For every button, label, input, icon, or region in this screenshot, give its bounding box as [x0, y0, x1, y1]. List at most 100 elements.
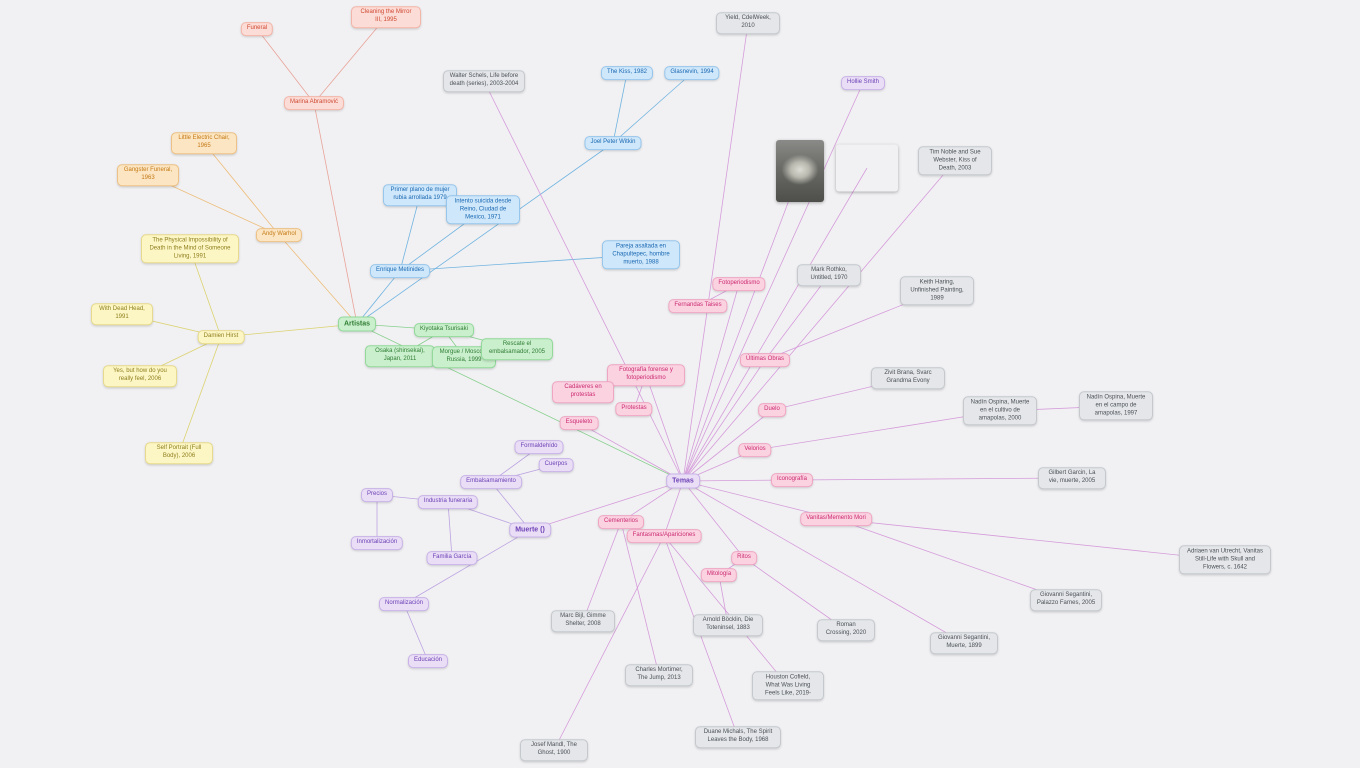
mindmap-node-tsurisaki[interactable]: Kiyotaka Tsurisaki	[414, 323, 474, 337]
mindmap-node-cuerpos[interactable]: Cuerpos	[538, 458, 574, 472]
mindmap-node-warhol[interactable]: Andy Warhol	[255, 228, 303, 242]
edge-temas-fotoperiodismo	[682, 283, 740, 482]
mindmap-node-zivit[interactable]: Zivit Brana, Svarc Grandma Evony	[871, 367, 945, 389]
mindmap-node-physical[interactable]: The Physical Impossibility of Death in t…	[141, 234, 239, 264]
mindmap-node-fernandas[interactable]: Fernandas Taises	[668, 299, 728, 313]
edge-temas-esqueleto	[578, 422, 684, 482]
mindmap-node-little-chair[interactable]: Little Electric Chair, 1965	[171, 132, 237, 154]
mindmap-node-ritos[interactable]: Ritos	[731, 551, 757, 565]
edge-normalizacion-educacion	[403, 603, 429, 662]
edge-temas-yield	[682, 22, 749, 482]
edge-hirst-self-portrait	[178, 336, 222, 454]
mindmap-node-kiss1982[interactable]: The Kiss, 1982	[600, 66, 654, 80]
mindmap-node-funeral[interactable]: Funeral	[240, 22, 274, 36]
mindmap-node-embalsamamiento[interactable]: Embalsamamiento	[460, 475, 522, 489]
photo-thumbnail-grayscale[interactable]	[776, 140, 824, 202]
mindmap-node-hirst[interactable]: Damien Hirst	[197, 330, 245, 344]
mindmap-node-michals[interactable]: Duane Michals, The Spirit Leaves the Bod…	[695, 726, 781, 748]
mindmap-node-cadaveres[interactable]: Cadáveres en protestas	[552, 381, 614, 403]
mindmap-node-rothko[interactable]: Mark Rothko, Untitled, 1970	[797, 264, 861, 286]
mindmap-node-velorios[interactable]: Velorios	[738, 443, 772, 457]
edge-muerte-normalizacion	[403, 529, 531, 605]
mindmap-node-segantini1[interactable]: Giovanni Segantini, Muerte, 1899	[930, 632, 998, 654]
mindmap-node-normalizacion[interactable]: Normalización	[378, 597, 430, 611]
edge-witkin-glasnevin	[612, 72, 693, 144]
mindmap-node-mandl[interactable]: Josef Mandl, The Ghost, 1900	[520, 739, 588, 761]
mindmap-node-dead-head[interactable]: With Dead Head, 1991	[91, 303, 153, 325]
mindmap-node-glasnevin[interactable]: Glasnevin, 1994	[664, 66, 720, 80]
mindmap-node-witkin[interactable]: Joel Peter Witkin	[584, 136, 642, 150]
mindmap-node-roman[interactable]: Roman Crossing, 2020	[817, 619, 875, 641]
edge-marina-funeral	[256, 28, 315, 104]
mindmap-node-ospina1[interactable]: Nadín Ospina, Muerte en el cultivo de am…	[963, 396, 1037, 426]
mindmap-node-yes-feel[interactable]: Yes, but how do you really feel, 2006	[103, 365, 177, 387]
edge-vanitas-utrecht	[835, 518, 1226, 561]
mindmap-node-haring[interactable]: Keith Haring, Unfinished Painting, 1989	[900, 276, 974, 306]
edge-temas-ritos	[682, 480, 745, 559]
mindmap-node-yield[interactable]: Yield, CdelWeek, 2010	[716, 12, 780, 34]
mindmap-node-temas[interactable]: Temas	[666, 473, 700, 489]
photo-thumbnail-sepia[interactable]	[836, 145, 898, 192]
edge-temas-noble	[682, 160, 956, 482]
mindmap-node-esqueleto[interactable]: Esqueleto	[559, 416, 599, 430]
mindmap-node-gangster[interactable]: Gangster Funeral, 1963	[117, 164, 179, 186]
edge-metinides-primer	[399, 194, 421, 272]
mindmap-node-metinides[interactable]: Enrique Metinides	[369, 264, 431, 278]
mindmap-node-cementerios[interactable]: Cementerios	[597, 515, 645, 529]
mindmap-node-mortimer[interactable]: Charles Mortimer, The Jump, 2013	[625, 664, 693, 686]
mindmap-node-muerte[interactable]: Muerte ()	[509, 522, 551, 538]
edge-temas-forense	[645, 374, 684, 482]
mindmap-node-self-portrait[interactable]: Self Portrait (Full Body), 2006	[145, 442, 213, 464]
mindmap-node-marina[interactable]: Marina Abramović	[283, 96, 345, 110]
mindmap-node-pareja[interactable]: Pareja asaltada en Chapultepec, hombre m…	[602, 240, 680, 270]
edge-ultimas-rothko	[764, 274, 830, 361]
edge-marina-cleaning	[313, 16, 387, 104]
edge-temas-ultimas	[682, 359, 766, 482]
mindmap-node-protestas[interactable]: Protestas	[615, 402, 653, 416]
mindmap-node-duelo[interactable]: Duelo	[758, 403, 786, 417]
mindmap-node-ospina2[interactable]: Nadín Ospina, Muerte en el campo de amap…	[1079, 391, 1153, 421]
mindmap-node-garcin[interactable]: Gilbert Garcin, La vie, muerte, 2005	[1038, 467, 1106, 489]
edge-vanitas-segantini2	[835, 518, 1067, 601]
edge-artistas-warhol	[278, 234, 358, 325]
mindmap-node-forense[interactable]: Fotografía forense y fotoperiodismo	[607, 364, 685, 386]
mindmap-node-vanitas[interactable]: Vanitas/Memento Mori	[800, 512, 872, 526]
mindmap-node-hollie[interactable]: Hollie Smith	[840, 76, 886, 90]
mindmap-node-bijl[interactable]: Marc Bijl, Gimme Shelter, 2008	[551, 610, 615, 632]
mindmap-node-fantasmas[interactable]: Fantasmas/Apariciones	[626, 529, 702, 543]
edge-fantasmas-michals	[663, 535, 739, 738]
edge-temas-photo1	[682, 170, 801, 482]
mindmap-node-artistas[interactable]: Artistas	[337, 316, 377, 332]
mindmap-node-utrecht[interactable]: Adriaen van Utrecht, Vanitas Still-Life …	[1179, 545, 1271, 575]
mindmap-node-formaldehido[interactable]: Formaldehído	[514, 440, 564, 454]
edge-iconografia-garcin	[791, 477, 1073, 481]
mindmap-node-iconografia[interactable]: Iconografía	[770, 473, 814, 487]
mindmap-node-cofield[interactable]: Houston Cofield, What Was Living Feels L…	[752, 671, 824, 701]
mindmap-node-fotoperiodismo[interactable]: Fotoperiodismo	[712, 277, 766, 291]
mindmap-node-rescate[interactable]: Rescate el embalsamador, 2005	[481, 338, 553, 360]
mindmap-node-ultimas[interactable]: Últimas Obras	[739, 353, 791, 367]
edge-warhol-little-chair	[203, 142, 280, 236]
edge-witkin-kiss1982	[612, 72, 628, 144]
edge-temas-photo2	[682, 167, 868, 482]
mindmap-node-intento[interactable]: Intento suicida desde Reino, Ciudad de M…	[446, 195, 520, 225]
mindmap-node-noble[interactable]: Tim Noble and Sue Webster, Kiss of Death…	[918, 146, 992, 176]
mindmap-node-schels[interactable]: Walter Schels, Life before death (series…	[443, 70, 525, 92]
edge-fantasmas-mandl	[553, 535, 665, 751]
edge-artistas-witkin	[356, 142, 614, 325]
mindmap-node-segantini2[interactable]: Giovanni Segantini, Palazzo Farnes, 2005	[1030, 589, 1102, 611]
mindmap-node-familia[interactable]: Familia García	[426, 551, 478, 565]
edge-artistas-marina	[313, 102, 358, 325]
mindmap-node-inmortalizacion[interactable]: Inmortalización	[350, 536, 404, 550]
mindmap-node-osaka[interactable]: Osaka (shinsekai), Japan, 2011	[365, 345, 435, 367]
mindmap-node-bocklin[interactable]: Arnold Böcklin, Die Toteninsel, 1883	[693, 614, 763, 636]
mindmap-node-cleaning[interactable]: Cleaning the Mirror III, 1995	[351, 6, 421, 28]
edge-cementerios-mortimer	[620, 521, 660, 676]
mindmap-node-precios[interactable]: Precios	[360, 488, 394, 502]
mindmap-node-industria[interactable]: Industria funeraria	[417, 495, 479, 509]
mindmap-node-mitologia[interactable]: Mitología	[700, 568, 738, 582]
mindmap-node-educacion[interactable]: Educación	[407, 654, 449, 668]
edge-industria-familia	[447, 501, 453, 559]
edge-cementerios-bijl	[582, 521, 622, 622]
